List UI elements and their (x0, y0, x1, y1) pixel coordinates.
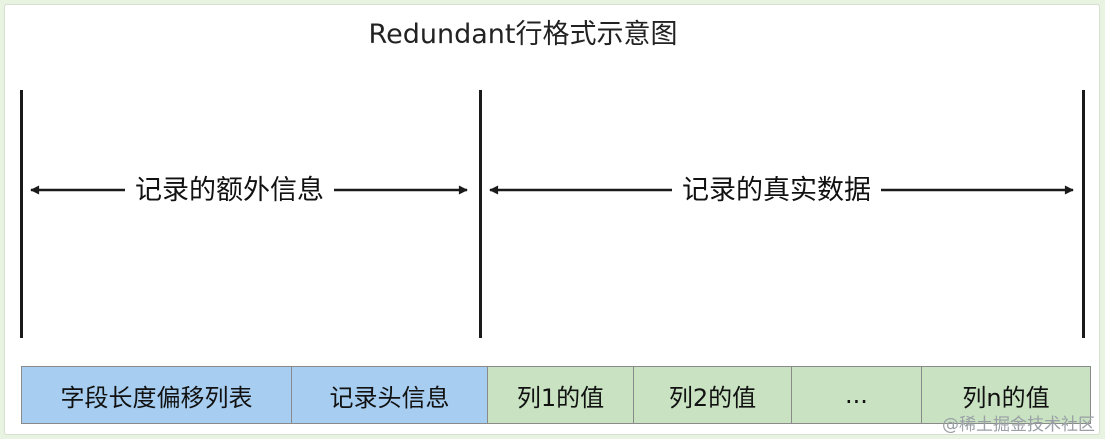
record-format-bar: 字段长度偏移列表 记录头信息 列1的值 列2的值 ... 列n的值 (21, 366, 1091, 424)
column-2-value-cell: 列2的值 (634, 367, 792, 423)
middle-boundary-line (479, 90, 482, 338)
ellipsis-cell: ... (792, 367, 922, 423)
watermark: @稀土掘金技术社区 (942, 415, 1095, 435)
left-boundary-line (20, 90, 23, 338)
extra-info-label: 记录的额外信息 (125, 171, 334, 211)
record-header-cell: 记录头信息 (292, 367, 488, 423)
real-data-label: 记录的真实数据 (672, 171, 881, 211)
diagram-title: Redundant行格式示意图 (368, 19, 678, 50)
right-boundary-line (1082, 90, 1085, 338)
diagram-canvas: Redundant行格式示意图 记录的额外信息 记录的真实数据 字段长度偏移列表… (4, 4, 1100, 435)
column-n-value-cell: 列n的值 (922, 367, 1090, 423)
column-1-value-cell: 列1的值 (488, 367, 634, 423)
field-offset-list-cell: 字段长度偏移列表 (22, 367, 292, 423)
